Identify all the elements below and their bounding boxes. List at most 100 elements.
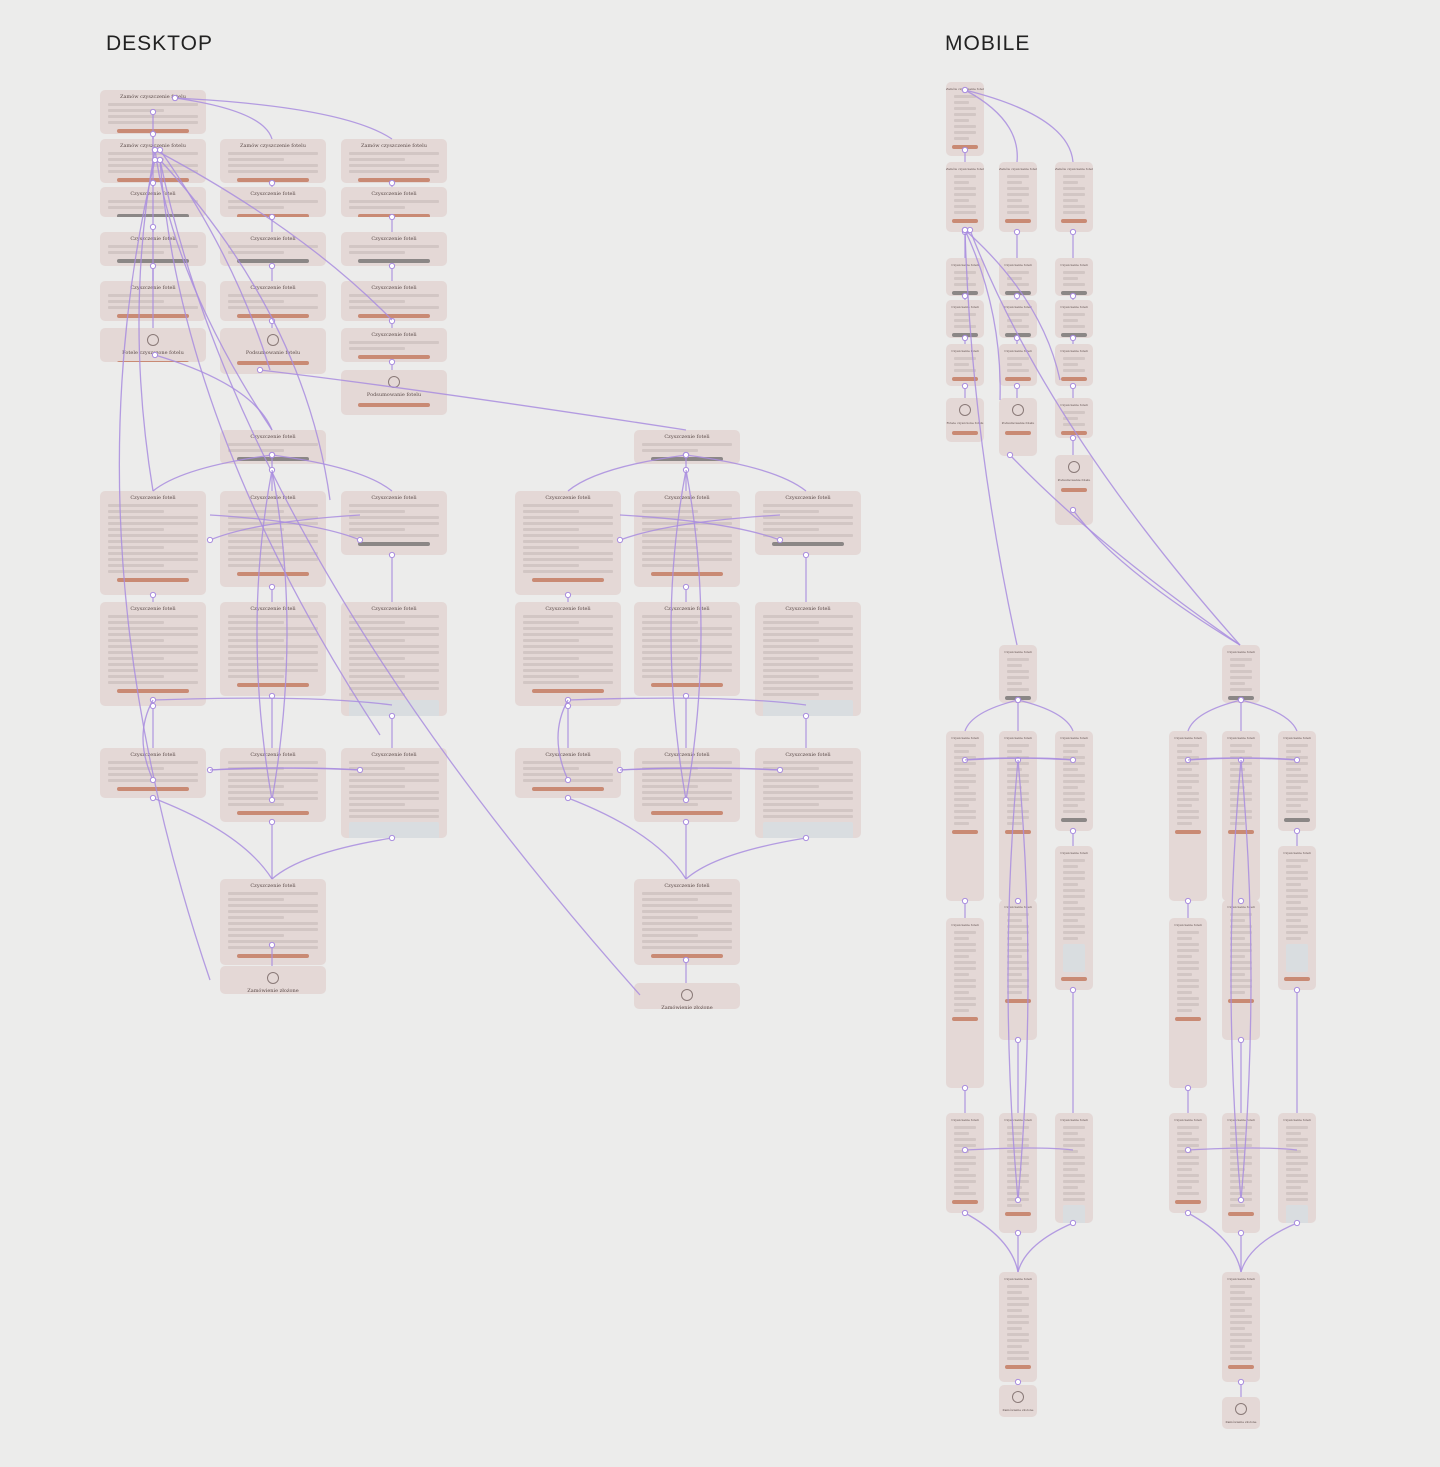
screen-frame[interactable]: Podsumowanie fotelu <box>341 370 447 415</box>
frame-button[interactable] <box>116 689 190 693</box>
screen-frame[interactable]: Zamów czyszczenie fotelu <box>100 139 206 183</box>
frame-button[interactable] <box>1005 999 1031 1003</box>
screen-frame[interactable]: Czyszczenie foteli <box>515 748 621 798</box>
frame-button[interactable] <box>236 259 310 263</box>
frame-button[interactable] <box>531 578 605 582</box>
screen-frame[interactable]: Czyszczenie foteli <box>341 328 447 362</box>
frame-button[interactable] <box>1005 431 1031 435</box>
frame-button[interactable] <box>650 572 724 576</box>
frame-button[interactable] <box>116 314 190 318</box>
frame-button[interactable] <box>1061 333 1087 337</box>
screen-frame[interactable]: Czyszczenie foteli <box>999 344 1037 386</box>
screen-frame[interactable]: Zamów czyszczenie fotelu <box>341 139 447 183</box>
screen-frame[interactable]: Czyszczenie foteli <box>341 187 447 217</box>
frame-button[interactable] <box>1228 830 1254 834</box>
screen-frame[interactable]: Czyszczenie foteli <box>1278 1113 1316 1223</box>
screen-frame[interactable]: Czyszczenie foteli <box>946 344 984 386</box>
frame-button[interactable] <box>1061 977 1087 981</box>
screen-frame[interactable]: Podsumowanie fotelu <box>999 398 1037 456</box>
screen-frame[interactable]: Czyszczenie foteli <box>1278 846 1316 990</box>
frame-button[interactable] <box>1228 696 1254 700</box>
screen-frame[interactable]: Czyszczenie foteli <box>1169 1113 1207 1213</box>
frame-button[interactable] <box>650 811 724 815</box>
frame-button[interactable] <box>1005 696 1031 700</box>
frame-button[interactable] <box>952 291 978 295</box>
frame-button[interactable] <box>116 214 190 217</box>
frame-button[interactable] <box>1284 977 1310 981</box>
screen-frame[interactable]: Czyszczenie foteli <box>341 232 447 266</box>
screen-frame[interactable]: Czyszczenie foteli <box>1222 1272 1260 1382</box>
frame-button[interactable] <box>952 333 978 337</box>
frame-button[interactable] <box>1005 1212 1031 1216</box>
screen-frame[interactable]: Czyszczenie foteli <box>1055 398 1093 438</box>
screen-frame[interactable]: Zamów czyszczenie fotelu <box>946 162 984 232</box>
screen-frame[interactable]: Czyszczenie foteli <box>755 748 861 838</box>
screen-frame[interactable]: Czyszczenie foteli <box>341 748 447 838</box>
frame-button[interactable] <box>236 954 310 958</box>
screen-frame[interactable]: Czyszczenie foteli <box>634 430 740 464</box>
screen-frame[interactable]: Czyszczenie foteli <box>946 300 984 338</box>
frame-button[interactable] <box>236 572 310 576</box>
screen-frame[interactable]: Czyszczenie foteli <box>220 879 326 965</box>
frame-button[interactable] <box>1175 830 1201 834</box>
frame-button[interactable] <box>357 542 431 546</box>
screen-frame[interactable]: Czyszczenie foteli <box>220 491 326 587</box>
frame-button[interactable] <box>116 787 190 791</box>
screen-frame[interactable]: Czyszczenie foteli <box>999 258 1037 296</box>
frame-button[interactable] <box>116 578 190 582</box>
frame-button[interactable] <box>116 129 190 133</box>
screen-frame[interactable]: Czyszczenie foteli <box>220 232 326 266</box>
screen-frame[interactable]: Zamów czyszczenie fotelu <box>1055 162 1093 232</box>
screen-frame[interactable]: Podsumowanie fotelu <box>220 328 326 374</box>
frame-button[interactable] <box>952 431 978 435</box>
frame-button[interactable] <box>1005 830 1031 834</box>
frame-button[interactable] <box>1005 291 1031 295</box>
frame-button[interactable] <box>236 178 310 182</box>
frame-button[interactable] <box>236 811 310 815</box>
frame-button[interactable] <box>1061 431 1087 435</box>
frame-button[interactable] <box>357 314 431 318</box>
frame-button[interactable] <box>1228 1212 1254 1216</box>
frame-button[interactable] <box>1005 333 1031 337</box>
screen-frame[interactable]: Czyszczenie foteli <box>946 258 984 296</box>
screen-frame[interactable]: Czyszczenie foteli <box>1222 731 1260 901</box>
screen-frame[interactable]: Czyszczenie foteli <box>1222 900 1260 1040</box>
screen-frame[interactable]: Czyszczenie foteli <box>946 918 984 1088</box>
screen-frame[interactable]: Czyszczenie foteli <box>755 602 861 716</box>
frame-button[interactable] <box>236 361 310 365</box>
screen-frame[interactable]: Czyszczenie foteli <box>1278 731 1316 831</box>
frame-button[interactable] <box>1005 219 1031 223</box>
frame-button[interactable] <box>650 683 724 687</box>
screen-frame[interactable]: Czyszczenie foteli <box>999 645 1037 703</box>
screen-frame[interactable]: Podsumowanie fotelu <box>1055 455 1093 525</box>
screen-frame[interactable]: Czyszczenie foteli <box>100 602 206 706</box>
screen-frame[interactable]: Czyszczenie foteli <box>634 491 740 587</box>
screen-frame[interactable]: Fotele czyszczone fotelu <box>946 398 984 442</box>
screen-frame[interactable]: Czyszczenie foteli <box>634 602 740 696</box>
frame-button[interactable] <box>650 954 724 958</box>
screen-frame[interactable]: Czyszczenie foteli <box>341 602 447 716</box>
screen-frame[interactable]: Zamów czyszczenie fotelu <box>100 90 206 134</box>
frame-button[interactable] <box>1061 291 1087 295</box>
frame-button[interactable] <box>236 683 310 687</box>
screen-frame[interactable]: Czyszczenie foteli <box>220 748 326 822</box>
screen-frame[interactable]: Czyszczenie foteli <box>1169 731 1207 901</box>
screen-frame[interactable]: Czyszczenie foteli <box>999 1113 1037 1233</box>
screen-frame[interactable]: Zamów czyszczenie fotelu <box>999 162 1037 232</box>
frame-button[interactable] <box>1061 488 1087 492</box>
frame-button[interactable] <box>952 830 978 834</box>
frame-button[interactable] <box>531 787 605 791</box>
screen-frame[interactable]: Czyszczenie foteli <box>1169 918 1207 1088</box>
frame-button[interactable] <box>1005 1365 1031 1369</box>
screen-frame[interactable]: Czyszczenie foteli <box>634 879 740 965</box>
screen-frame[interactable]: Czyszczenie foteli <box>1055 846 1093 990</box>
screen-frame[interactable]: Czyszczenie foteli <box>999 300 1037 338</box>
screen-frame[interactable]: Czyszczenie foteli <box>1055 1113 1093 1223</box>
screen-frame[interactable]: Czyszczenie foteli <box>1055 344 1093 386</box>
screen-frame[interactable]: Czyszczenie foteli <box>1055 300 1093 338</box>
frame-button[interactable] <box>531 689 605 693</box>
frame-button[interactable] <box>1228 999 1254 1003</box>
screen-frame[interactable]: Czyszczenie foteli <box>999 900 1037 1040</box>
frame-button[interactable] <box>1228 1365 1254 1369</box>
screen-frame[interactable]: Czyszczenie foteli <box>100 232 206 266</box>
